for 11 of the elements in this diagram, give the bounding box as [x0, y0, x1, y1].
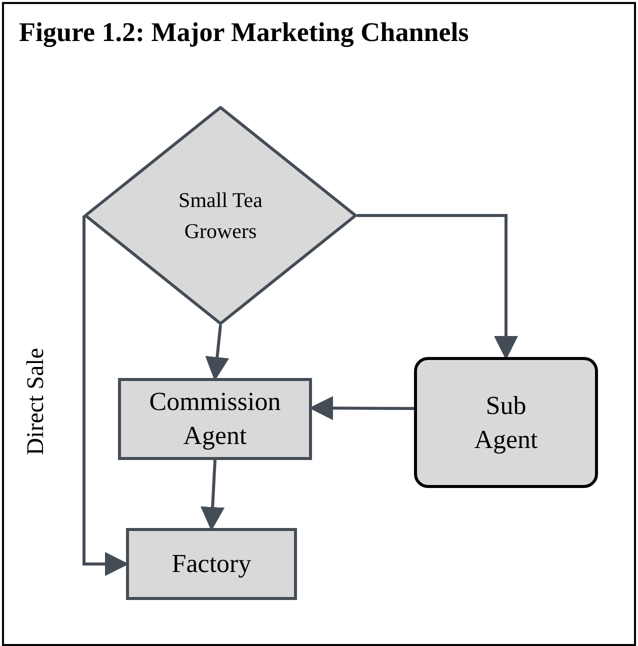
figure-title: Figure 1.2: Major Marketing Channels	[19, 19, 469, 46]
arrow	[200, 460, 225, 531]
node-label: Factory	[170, 548, 252, 580]
node-label: Sub Agent	[473, 390, 539, 456]
process-box	[118, 378, 312, 460]
node-label: Small Tea Growers	[178, 187, 264, 244]
node-label: Commission Agent	[148, 386, 282, 452]
process-box	[126, 528, 297, 600]
process-box	[414, 357, 598, 488]
arrow	[357, 214, 518, 360]
arrow	[205, 324, 230, 381]
